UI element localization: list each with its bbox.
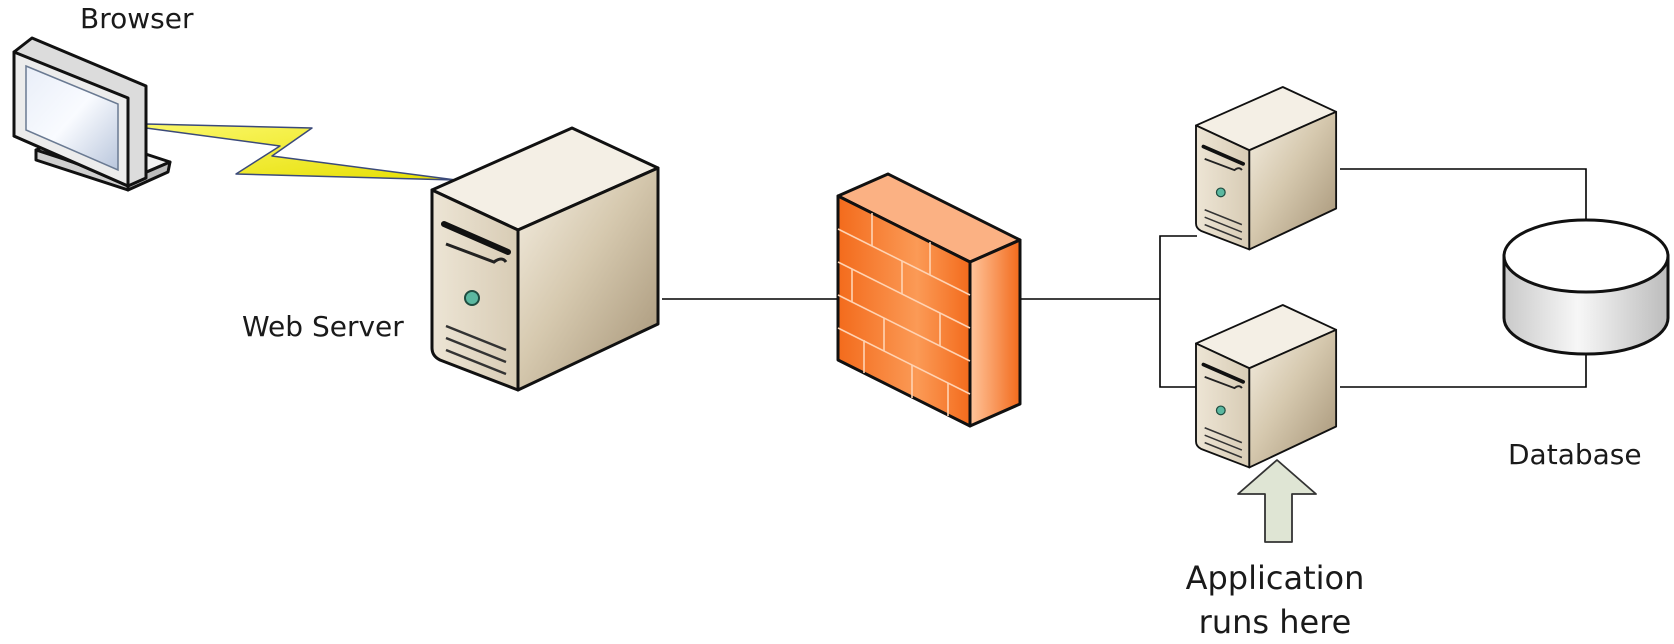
database-cylinder-icon: [1502, 218, 1670, 356]
up-arrow-icon: [1237, 459, 1317, 543]
app-server-1-icon: [1194, 85, 1338, 252]
monitor-icon: [12, 36, 172, 192]
branch-to-app-servers: [1159, 235, 1197, 388]
app2-database-link: [1340, 350, 1587, 388]
web-server-label: Web Server: [242, 310, 404, 343]
database-label: Database: [1508, 438, 1642, 471]
app1-database-link: [1340, 168, 1587, 225]
connection-lines: [662, 168, 1587, 388]
lightning-bolt-icon: [145, 123, 457, 181]
application-label: Application runs here: [1185, 559, 1365, 641]
app-server-2-icon: [1194, 303, 1338, 470]
brick-wall-firewall-icon: [836, 172, 1022, 428]
browser-label: Browser: [80, 2, 194, 35]
server-tower-icon: [432, 128, 658, 390]
